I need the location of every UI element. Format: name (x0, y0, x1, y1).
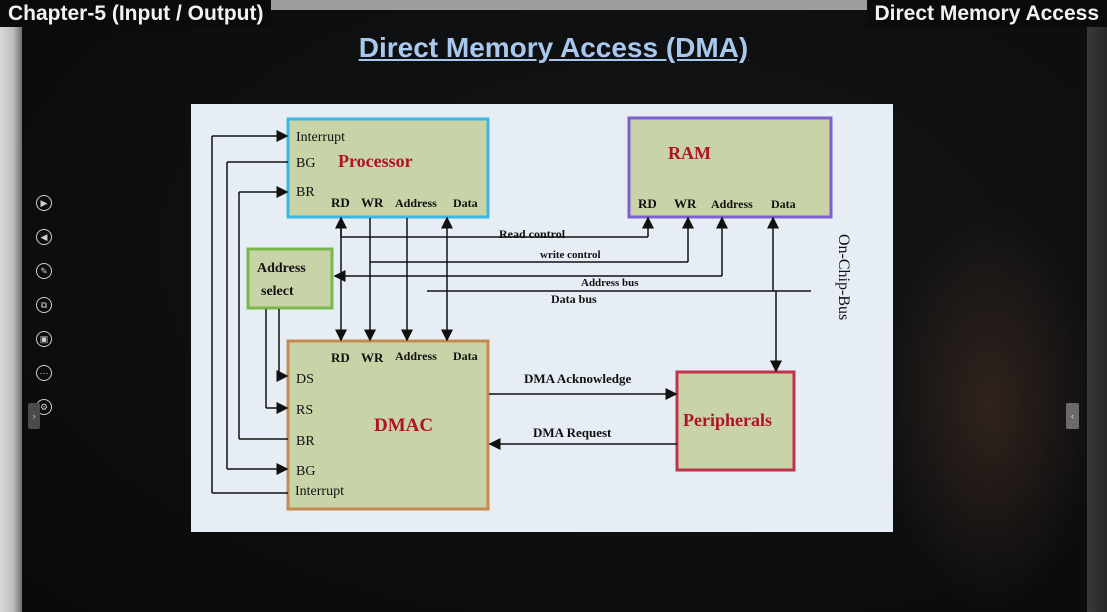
processor-rd-label: RD (331, 195, 350, 210)
processor-address-label: Address (395, 196, 437, 210)
monitor-bezel-left (0, 0, 22, 612)
address-bus-label: Address bus (581, 277, 639, 289)
peripherals-box (675, 370, 796, 472)
side-toolbar: ▶ ◀ ✎ ⧉ ▣ ⋯ ⚙ (36, 195, 52, 433)
processor-label: Processor (338, 151, 413, 171)
dma-request-label: DMA Request (533, 425, 612, 440)
dmac-address-label: Address (395, 349, 437, 363)
image-icon[interactable]: ▣ (36, 331, 52, 347)
processor-data-label: Data (453, 196, 478, 210)
monitor-bezel-right (1087, 0, 1107, 612)
slide-title: Direct Memory Access (DMA) (358, 32, 749, 63)
dmac-bg-label: BG (296, 464, 315, 479)
processor-interrupt-label: Interrupt (296, 130, 345, 145)
topic-label: Direct Memory Access (866, 0, 1107, 27)
peripherals-label: Peripherals (683, 410, 772, 430)
play-icon[interactable]: ▶ (36, 195, 52, 211)
processor-wr-label: WR (361, 195, 384, 210)
dma-ack-label: DMA Acknowledge (524, 371, 631, 386)
screen-reflection (880, 200, 1100, 612)
collapse-right-tab[interactable]: ‹ (1066, 403, 1079, 429)
address-select-box (246, 247, 334, 310)
dmac-rs-label: RS (296, 403, 313, 418)
dmac-label: DMAC (374, 415, 433, 436)
dmac-wr-label: WR (361, 350, 384, 365)
dma-diagram-svg: Interrupt BG Processor BR RD WR Address … (211, 116, 852, 511)
chapter-label: Chapter-5 (Input / Output) (0, 0, 272, 27)
collapse-left-tab[interactable]: › (28, 403, 40, 429)
on-chip-bus-label: On-Chip-Bus (835, 234, 852, 320)
processor-bg-label: BG (296, 156, 315, 171)
address-select-line2: select (261, 284, 294, 299)
copy-icon[interactable]: ⧉ (36, 297, 52, 313)
ram-data-label: Data (771, 197, 796, 211)
dmac-data-label: Data (453, 349, 478, 363)
read-control-label: Read control (499, 227, 566, 241)
processor-box (286, 117, 490, 219)
write-control-label: write control (540, 249, 601, 261)
dmac-ds-label: DS (296, 372, 314, 387)
processor-br-label: BR (296, 185, 315, 200)
ram-wr-label: WR (674, 196, 697, 211)
pen-icon[interactable]: ✎ (36, 263, 52, 279)
dmac-box (286, 339, 490, 511)
address-select-line1: Address (257, 261, 306, 276)
dmac-br-label: BR (296, 434, 315, 449)
ram-label: RAM (668, 143, 711, 163)
monitor-bezel-top (0, 0, 1107, 12)
dmac-rd-label: RD (331, 350, 350, 365)
back-icon[interactable]: ◀ (36, 229, 52, 245)
ram-box (627, 116, 833, 219)
dmac-interrupt-label: Interrupt (295, 484, 344, 499)
more-icon[interactable]: ⋯ (36, 365, 52, 381)
ram-address-label: Address (711, 197, 753, 211)
data-bus-label: Data bus (551, 292, 597, 306)
ram-rd-label: RD (638, 196, 657, 211)
dma-diagram: Interrupt BG Processor BR RD WR Address … (191, 104, 893, 532)
